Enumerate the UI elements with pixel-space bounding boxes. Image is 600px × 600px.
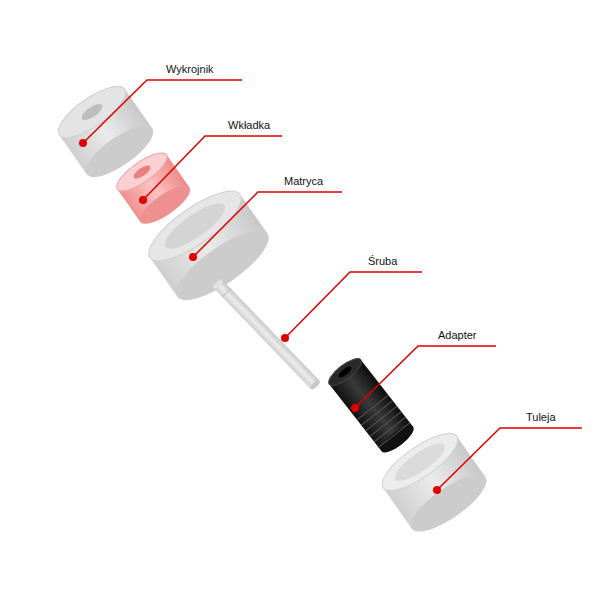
part-label: Tuleja bbox=[526, 411, 556, 424]
adapter bbox=[325, 354, 417, 457]
leader-lines bbox=[83, 80, 582, 490]
part-label: Śruba bbox=[368, 255, 397, 268]
leader-dots bbox=[79, 139, 441, 494]
part-label: Wkładka bbox=[228, 119, 270, 132]
bolt bbox=[212, 278, 321, 391]
die bbox=[140, 180, 278, 312]
part-label: Matryca bbox=[284, 175, 323, 188]
part-label: Adapter bbox=[438, 329, 477, 342]
punch bbox=[51, 78, 160, 186]
sleeve bbox=[375, 424, 495, 541]
part-label: Wykrojnik bbox=[166, 63, 214, 76]
